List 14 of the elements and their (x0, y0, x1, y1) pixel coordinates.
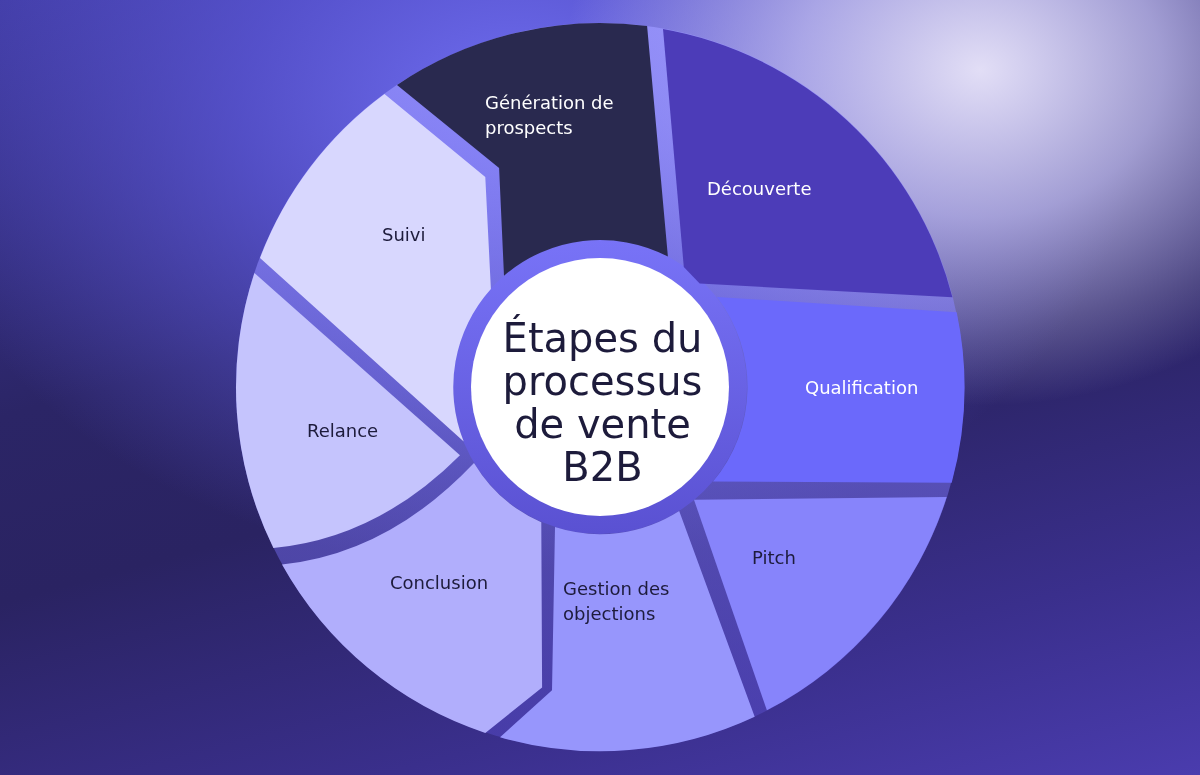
wheel-segment (281, 462, 542, 733)
stage-label: Découverte (707, 177, 813, 201)
stage-label: Génération de prospects (485, 91, 615, 140)
wheel-segment (236, 272, 460, 548)
stage-label: Pitch (752, 546, 797, 570)
stage-label: Relance (307, 419, 380, 443)
wheel-segment (712, 297, 964, 483)
stage-label: Conclusion (390, 571, 490, 595)
stage-label: Suivi (382, 223, 427, 247)
stage-label: Gestion des objections (563, 577, 671, 626)
stage-label: Qualification (805, 376, 920, 400)
wheel-segment (694, 497, 947, 711)
wheel-segment (663, 28, 953, 297)
wheel-segment (500, 510, 755, 751)
